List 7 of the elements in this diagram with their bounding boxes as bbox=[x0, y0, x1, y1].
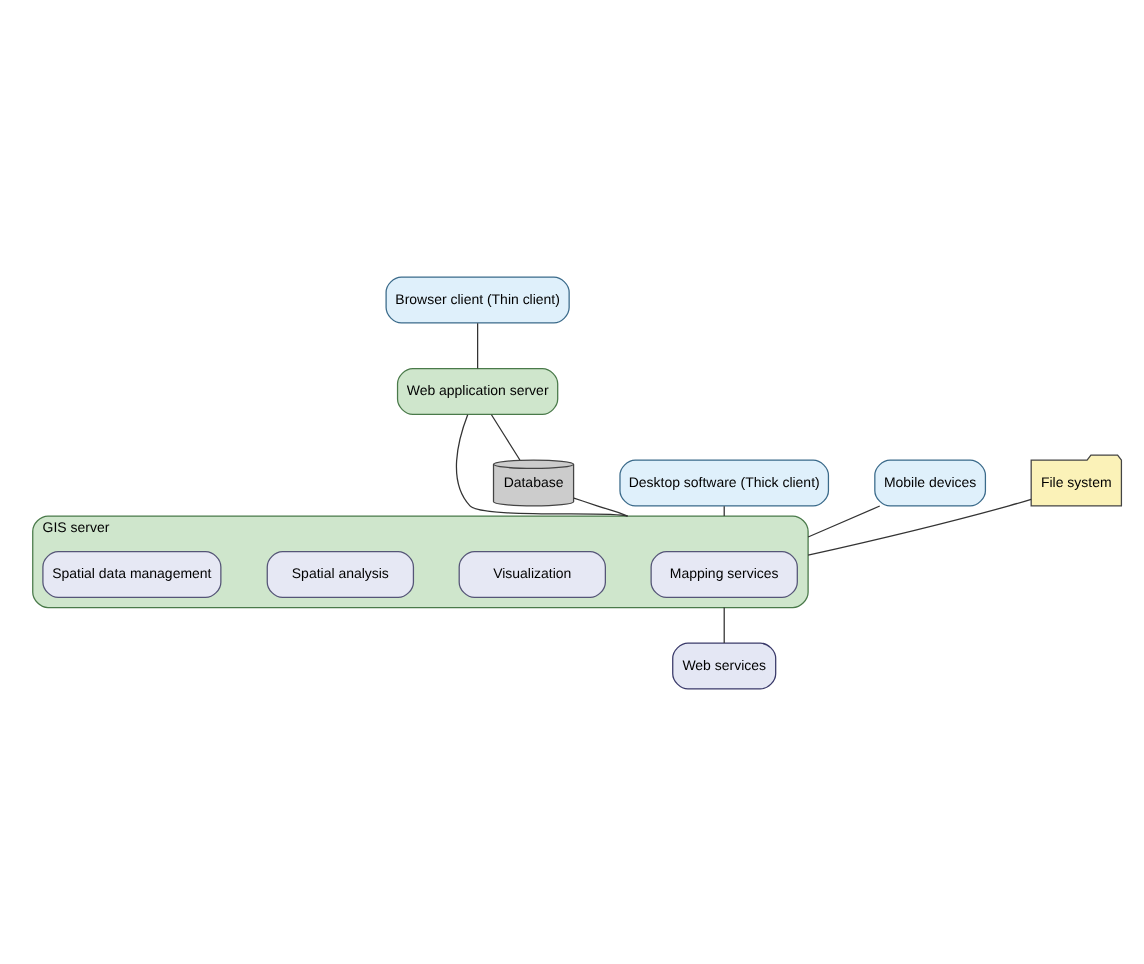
connector bbox=[807, 497, 1032, 555]
connector bbox=[455, 413, 629, 516]
connector bbox=[490, 413, 521, 460]
connector bbox=[477, 321, 479, 369]
connector bbox=[807, 504, 881, 537]
connector bbox=[573, 496, 629, 516]
connector bbox=[723, 605, 725, 643]
